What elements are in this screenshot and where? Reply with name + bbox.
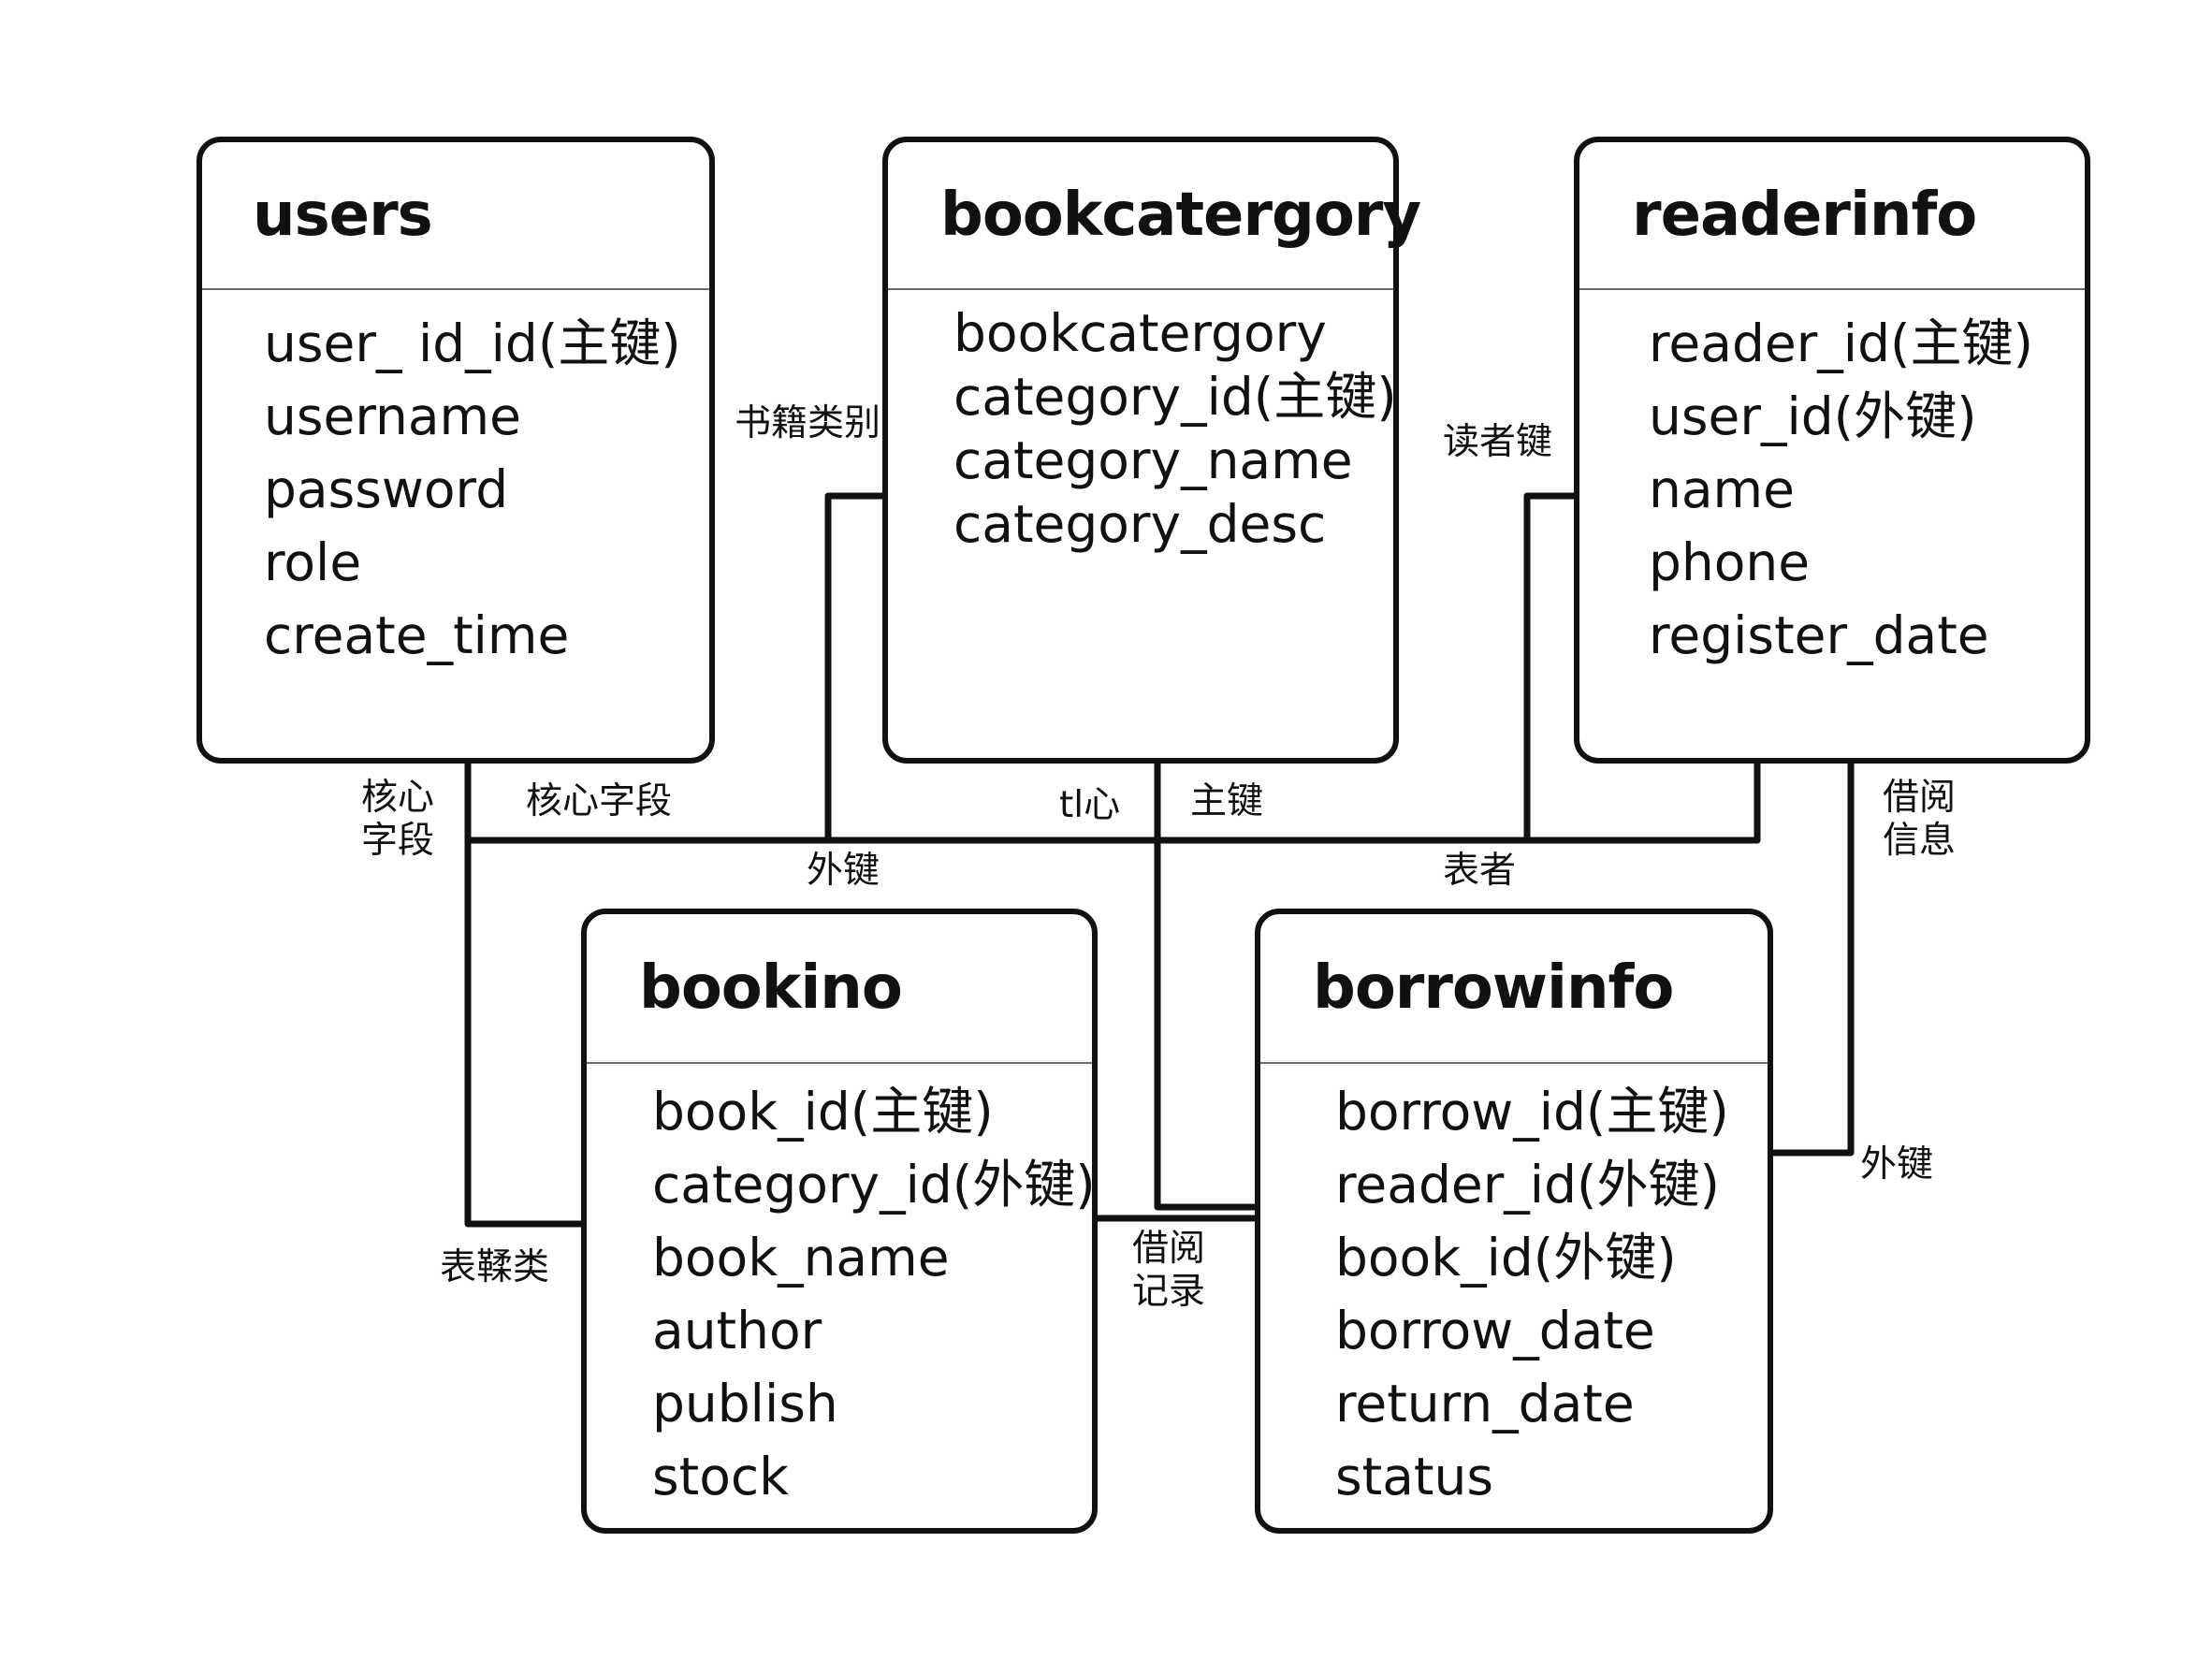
field-item: book_name <box>652 1228 950 1288</box>
connector-bookcatergory-borrowinfo <box>1154 759 1262 1211</box>
entity-header: bookino <box>587 914 1092 1064</box>
relationship-label-core-field-stacked: 核心 字段 <box>361 777 434 863</box>
label-line: 借阅 <box>1883 777 1957 819</box>
field-item: book_id(主键) <box>652 1082 994 1142</box>
field-item: reader_id(主键) <box>1649 313 2033 373</box>
field-item: borrow_id(主键) <box>1335 1082 1729 1142</box>
field-item: publish <box>652 1374 838 1433</box>
field-item: username <box>264 386 521 446</box>
field-item: category_id(主键) <box>953 367 1397 427</box>
field-item: book_id(外键) <box>1335 1228 1677 1288</box>
field-item: category_name <box>953 430 1353 490</box>
field-list: user_ id_id(主键) username password role c… <box>202 290 709 672</box>
field-item: user_id(外键) <box>1649 386 1977 446</box>
relationship-label-category: 书籍类别 <box>735 402 881 444</box>
field-list: book_id(主键) category_id(外键) book_name au… <box>587 1064 1096 1513</box>
field-item: borrow_date <box>1335 1301 1655 1361</box>
entity-bookcatergory: bookcatergory bookcatergory category_id(… <box>882 137 1421 764</box>
label-line: 核心 <box>361 777 435 819</box>
entity-header: users <box>202 142 709 290</box>
field-list: bookcatergory category_id(主键) category_n… <box>888 290 1397 556</box>
field-item: status <box>1335 1447 1494 1506</box>
entity-title: borrowinfo <box>1313 953 1674 1023</box>
entity-borrowinfo: borrowinfo borrow_id(主键) reader_id(外键) b… <box>1255 909 1773 1534</box>
connector-bookcatergory-bus <box>824 492 886 844</box>
field-item: name <box>1649 459 1795 519</box>
field-item: phone <box>1649 532 1811 592</box>
connector-readerinfo-bus <box>1523 492 1580 844</box>
connector-readerinfo-borrowinfo <box>1768 759 1855 1157</box>
field-item: user_ id_id(主键) <box>264 313 681 373</box>
label-line: 记录 <box>1132 1271 1206 1313</box>
relationship-label-core-field: 核心字段 <box>526 780 673 822</box>
field-item: role <box>264 532 362 592</box>
field-item: category_id(外键) <box>652 1155 1096 1215</box>
field-item: stock <box>652 1447 789 1506</box>
field-item: password <box>264 459 509 519</box>
entity-header: borrowinfo <box>1260 914 1768 1064</box>
field-item: reader_id(外键) <box>1335 1155 1720 1215</box>
entity-header: readerinfo <box>1579 142 2085 290</box>
relationship-label-foreign-key-top: 外键 <box>807 850 880 892</box>
entity-title: bookcatergory <box>940 181 1421 250</box>
entity-users: users user_ id_id(主键) username password … <box>196 137 715 764</box>
field-item: category_desc <box>953 494 1327 554</box>
connector-users-readerinfo-bus <box>464 759 1761 844</box>
field-list: borrow_id(主键) reader_id(外键) book_id(外键) … <box>1260 1064 1768 1513</box>
entity-bookino: bookino book_id(主键) category_id(外键) book… <box>581 909 1098 1534</box>
connector-users-bookino <box>464 837 589 1228</box>
field-item: bookcatergory <box>953 303 1327 363</box>
entity-title: users <box>253 181 433 250</box>
entity-readerinfo: readerinfo reader_id(主键) user_id(外键) nam… <box>1574 137 2090 764</box>
relationship-label-core-partial: tl心 <box>1059 784 1121 826</box>
relationship-label-table-type: 表鞣类 <box>440 1246 550 1288</box>
field-list: reader_id(主键) user_id(外键) name phone reg… <box>1579 290 2085 672</box>
entity-header: bookcatergory <box>888 142 1421 290</box>
relationship-label-borrow-record: 借阅 记录 <box>1132 1228 1205 1314</box>
entity-title: readerinfo <box>1632 181 1977 250</box>
relationship-label-reader: 表者 <box>1443 850 1517 892</box>
relationship-label-borrow-info: 借阅 信息 <box>1883 777 1956 863</box>
field-item: return_date <box>1335 1374 1635 1433</box>
entity-title: bookino <box>639 953 903 1023</box>
label-line: 字段 <box>361 820 435 862</box>
relationship-label-reader-key: 读者键 <box>1443 421 1553 463</box>
field-item: create_time <box>264 605 570 665</box>
field-item: author <box>652 1301 822 1361</box>
relationship-label-foreign-key-right: 外键 <box>1860 1143 1934 1186</box>
field-item: register_date <box>1649 605 1989 665</box>
relationship-label-primary-key: 主键 <box>1190 780 1264 822</box>
label-line: 借阅 <box>1132 1228 1206 1270</box>
label-line: 信息 <box>1883 820 1957 862</box>
